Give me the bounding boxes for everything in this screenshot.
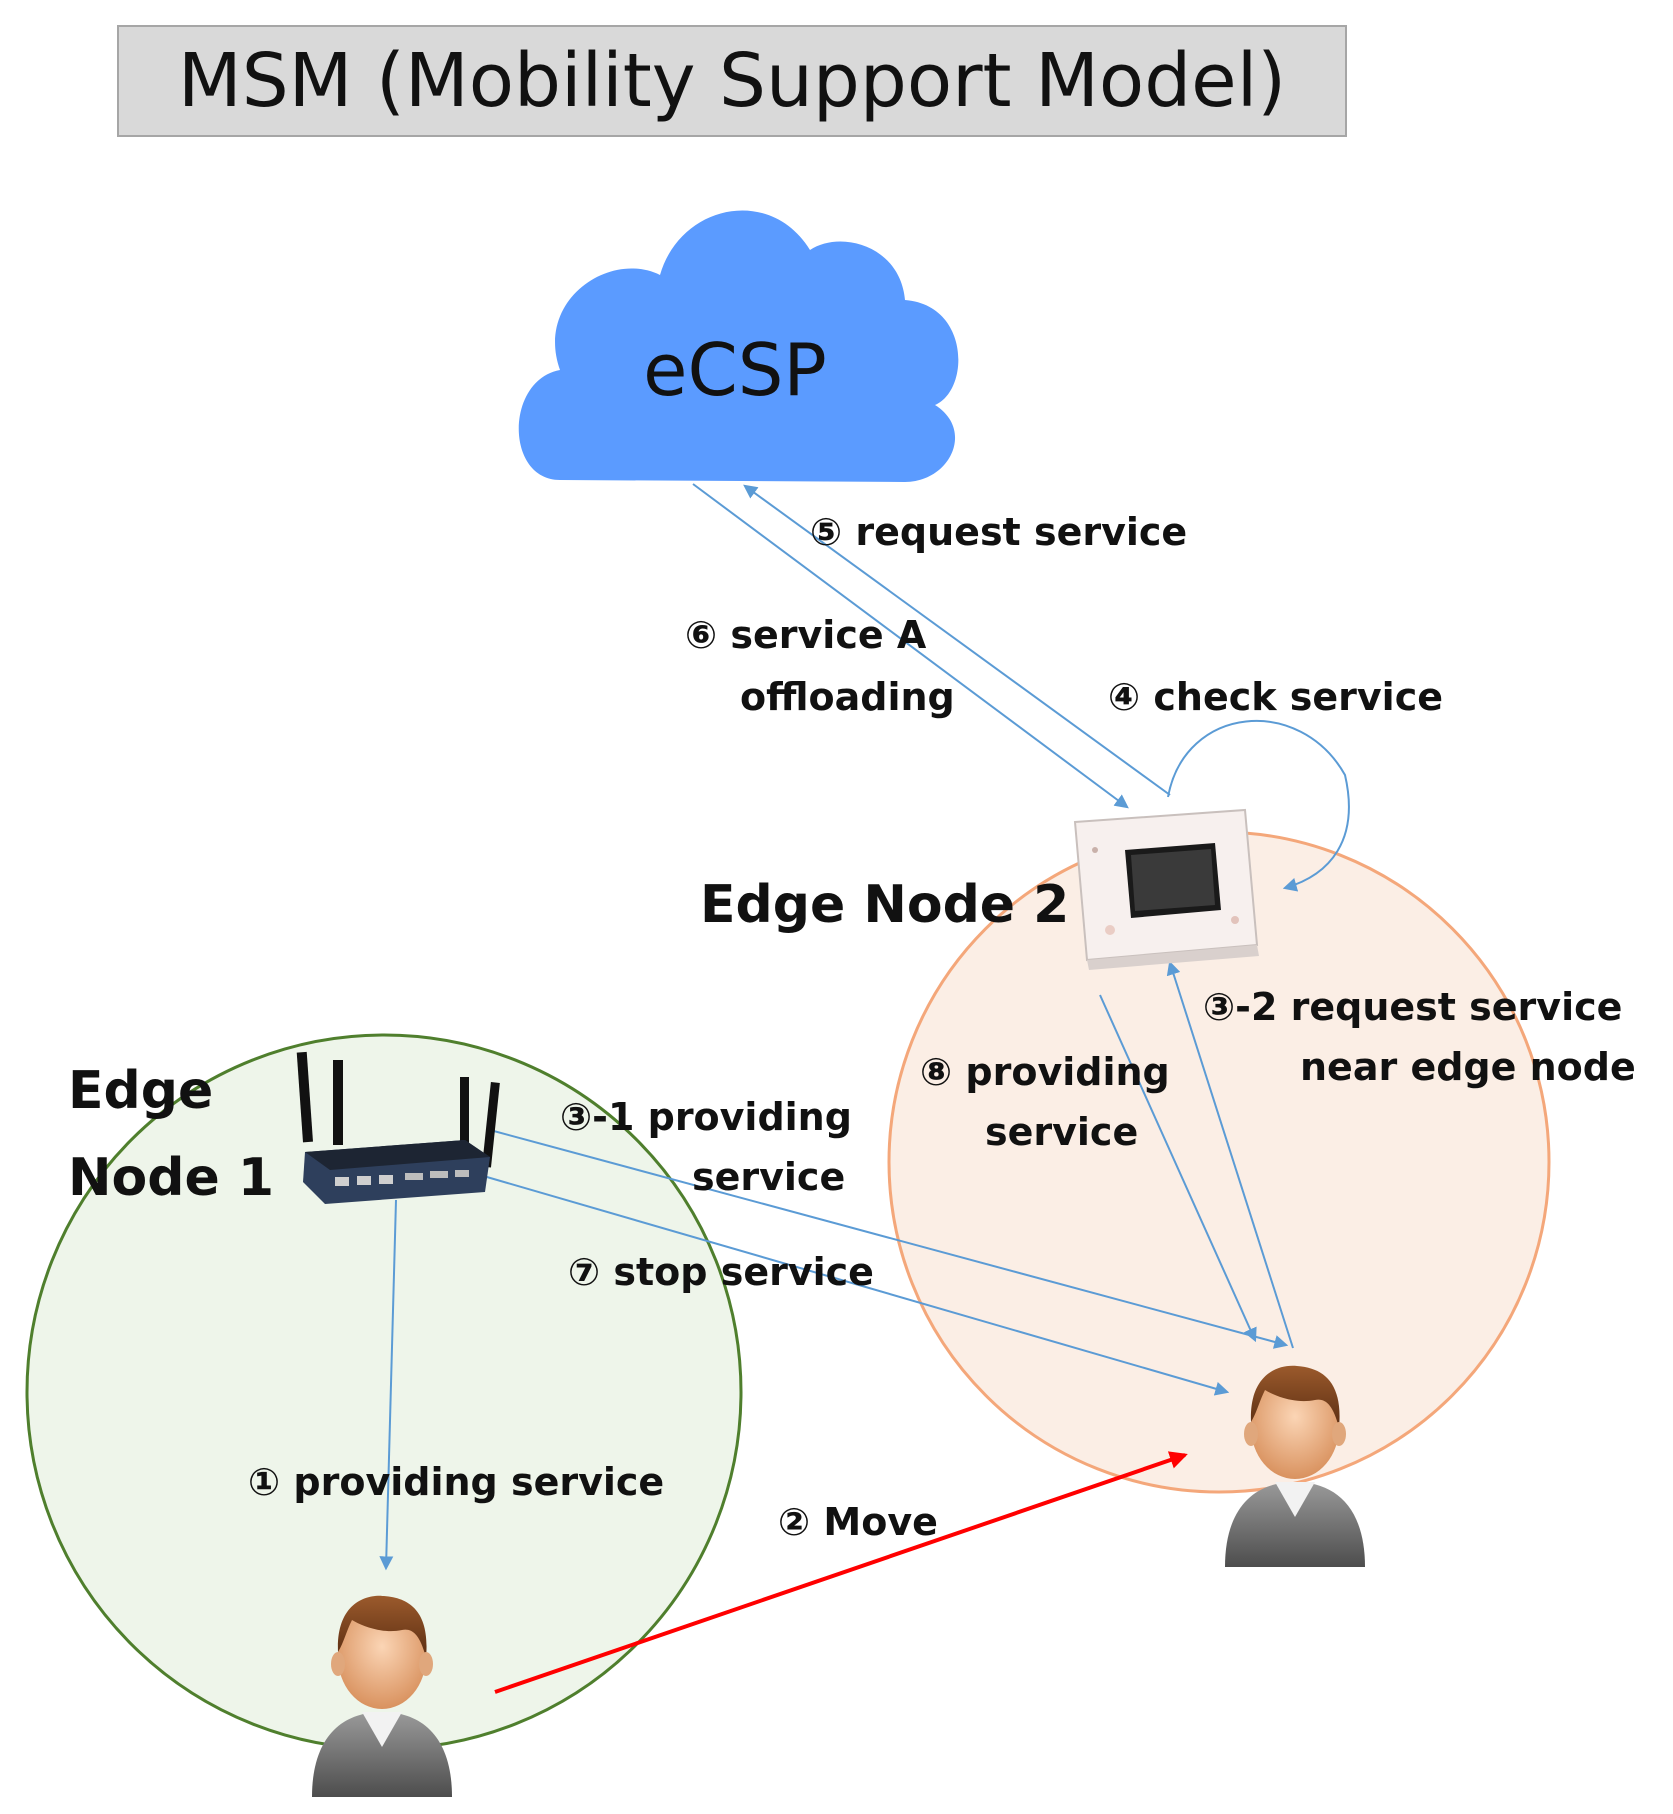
step-8-label-line1: ⑧ providing (920, 1050, 1170, 1094)
cloud-shape (518, 210, 959, 482)
step-7-label: ⑦ stop service (568, 1250, 874, 1294)
step-5-label: ⑤ request service (810, 510, 1187, 554)
cloud-ecsp: eCSP (518, 210, 959, 482)
arrow-providing-service-1 (379, 1199, 397, 1571)
arrow-service-offloading (692, 483, 1129, 809)
tablet-device-icon (1073, 808, 1259, 970)
arrow-providing-service-3-1 (489, 1129, 1289, 1349)
step-8-label-line2: service (985, 1110, 1138, 1154)
step-1-label: ① providing service (248, 1460, 664, 1504)
arrow-request-near-edge (1166, 960, 1294, 1349)
title-box: MSM (Mobility Support Model) (117, 25, 1347, 137)
arrow-stop-service (479, 1174, 1230, 1396)
step-6-label-line1: ⑥ service A (685, 613, 927, 657)
arrows (379, 483, 1350, 1694)
step-3-2-label-line2: near edge node (1300, 1045, 1636, 1089)
cloud-label: eCSP (643, 328, 827, 412)
edge-node-1-label-line2: Node 1 (68, 1148, 274, 1208)
arrow-providing-service-8 (1099, 994, 1257, 1343)
step-4-label: ④ check service (1108, 675, 1443, 719)
diagram-title: MSM (Mobility Support Model) (177, 38, 1287, 124)
arrow-check-service (1167, 719, 1350, 892)
arrow-move (494, 1451, 1188, 1694)
step-6-label-line2: offloading (740, 675, 955, 719)
step-3-2-label-line1: ③-2 request service (1203, 985, 1622, 1029)
step-3-1-label-line2: service (692, 1155, 845, 1199)
step-2-label: ② Move (778, 1500, 938, 1544)
step-3-1-label-line1: ③-1 providing (560, 1095, 852, 1139)
edge-node-2-label: Edge Node 2 (700, 875, 1069, 935)
edge-node-1-label-line1: Edge (68, 1061, 213, 1121)
router-icon (296, 1051, 500, 1204)
arrow-request-service (743, 484, 1171, 796)
